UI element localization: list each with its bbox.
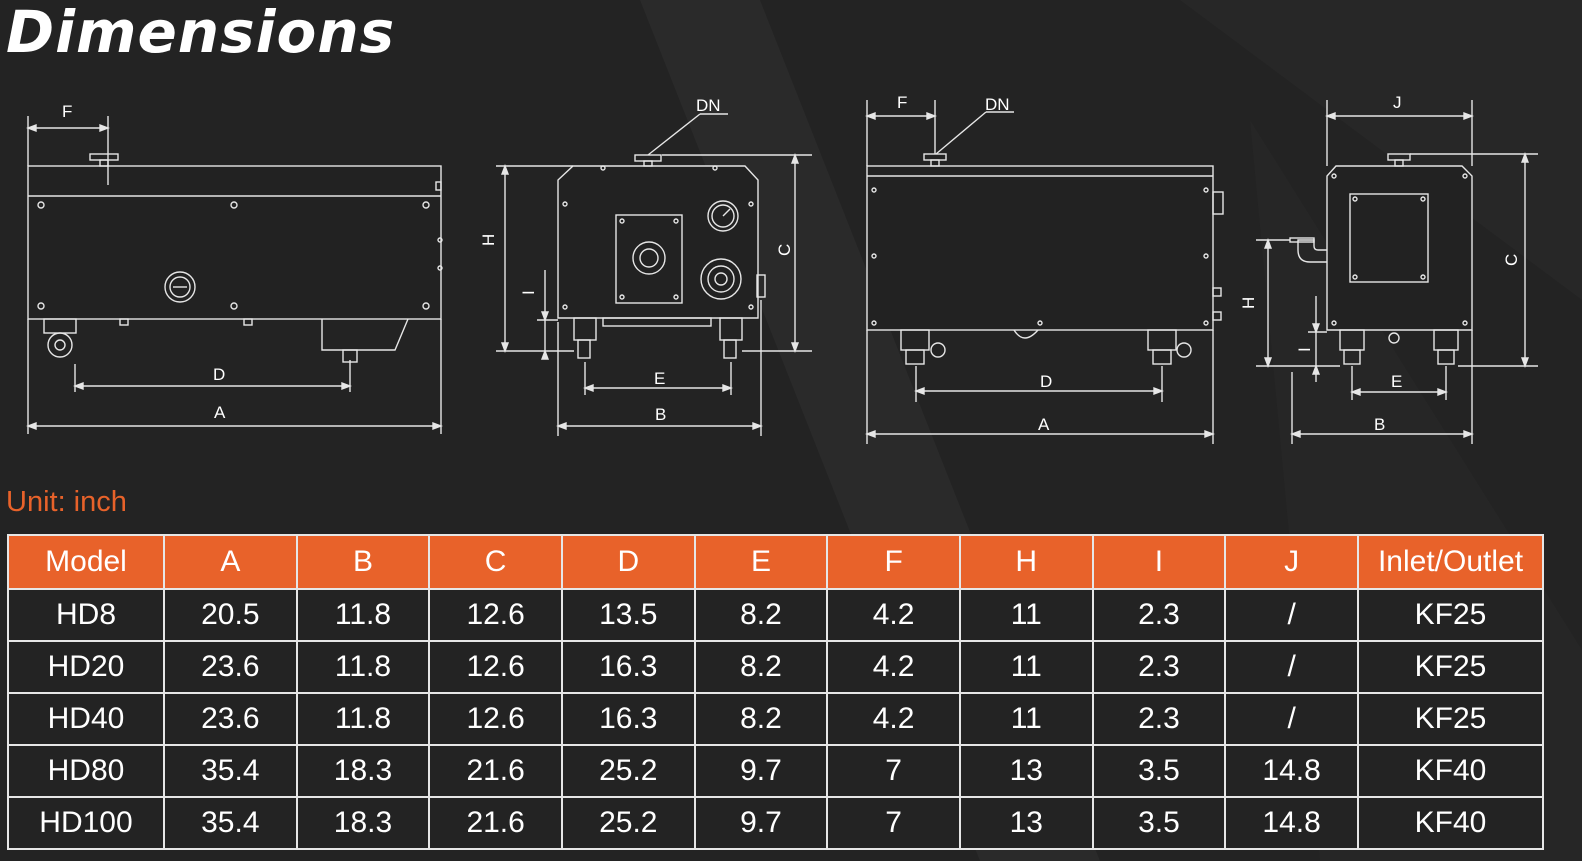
table-cell: 13: [958, 744, 1094, 798]
table-cell: 12.6: [428, 588, 563, 642]
header-i: I: [1091, 534, 1227, 590]
table-cell: 13: [958, 796, 1094, 850]
table-cell: 7: [826, 796, 961, 850]
table-cell: 2.3: [1091, 588, 1227, 642]
table-cell: 11.8: [295, 692, 431, 746]
table-cell: /: [1224, 640, 1359, 694]
label-h-2: H: [479, 234, 498, 246]
label-b-4: B: [1374, 415, 1385, 434]
label-i-2: I: [519, 290, 538, 295]
table-cell: 14.8: [1224, 744, 1359, 798]
table-cell: HD40: [7, 692, 165, 746]
header-e: E: [693, 534, 829, 590]
table-cell: 9.7: [693, 796, 829, 850]
table-cell: 23.6: [163, 640, 298, 694]
table-cell: 8.2: [693, 640, 829, 694]
table-row: HD100 35.4 18.3 21.6 25.2 9.7 7 13 3.5 1…: [7, 796, 1544, 850]
table-cell: KF25: [1357, 640, 1544, 694]
table-cell: 8.2: [693, 692, 829, 746]
table-cell: HD20: [7, 640, 165, 694]
table-cell: 21.6: [428, 796, 563, 850]
label-d-3: D: [1040, 372, 1052, 391]
table-cell: 16.3: [560, 692, 696, 746]
label-dn-2: DN: [696, 96, 721, 115]
table-cell: 8.2: [693, 588, 829, 642]
table-cell: KF25: [1357, 692, 1544, 746]
label-f-1: F: [62, 102, 72, 121]
table-cell: 23.6: [163, 692, 298, 746]
table-cell: 16.3: [560, 640, 696, 694]
table-row: HD20 23.6 11.8 12.6 16.3 8.2 4.2 11 2.3 …: [7, 640, 1544, 694]
table-cell: 11.8: [295, 640, 431, 694]
header-h: H: [958, 534, 1094, 590]
table-cell: 13.5: [560, 588, 696, 642]
header-b: B: [295, 534, 431, 590]
label-a-1: A: [214, 403, 226, 422]
header-f: F: [826, 534, 961, 590]
dimension-drawings: F D A: [26, 93, 1538, 444]
table-cell: 18.3: [295, 744, 431, 798]
table-cell: 20.5: [163, 588, 298, 642]
table-cell: 25.2: [560, 796, 696, 850]
table-row: HD80 35.4 18.3 21.6 25.2 9.7 7 13 3.5 14…: [7, 744, 1544, 798]
label-h-4: H: [1239, 297, 1258, 309]
label-a-3: A: [1038, 415, 1050, 434]
large-side-view-drawing: [865, 100, 1224, 444]
header-d: D: [560, 534, 696, 590]
dimensions-table: Model A B C D E F H I J Inlet/Outlet HD8…: [7, 534, 1544, 850]
table-row: HD40 23.6 11.8 12.6 16.3 8.2 4.2 11 2.3 …: [7, 692, 1544, 746]
header-inlet-outlet: Inlet/Outlet: [1357, 534, 1544, 590]
table-cell: 11: [958, 692, 1094, 746]
table-cell: KF25: [1357, 588, 1544, 642]
table-cell: 7: [826, 744, 961, 798]
table-cell: KF40: [1357, 744, 1544, 798]
table-cell: 3.5: [1091, 796, 1227, 850]
front-view-drawing: [496, 113, 812, 436]
table-cell: 18.3: [295, 796, 431, 850]
table-cell: 21.6: [428, 744, 563, 798]
table-cell: 2.3: [1091, 640, 1227, 694]
header-c: C: [428, 534, 563, 590]
label-d-1: D: [213, 365, 225, 384]
label-c-2: C: [775, 244, 794, 256]
header-model: Model: [7, 534, 165, 590]
table-cell: 14.8: [1224, 796, 1359, 850]
table-header-row: Model A B C D E F H I J Inlet/Outlet: [7, 534, 1544, 590]
page-title: Dimensions: [6, 0, 396, 66]
table-cell: HD80: [7, 744, 165, 798]
table-cell: 35.4: [163, 744, 298, 798]
table-cell: 25.2: [560, 744, 696, 798]
table-cell: 4.2: [826, 588, 961, 642]
table-cell: HD8: [7, 588, 165, 642]
label-e-4: E: [1391, 372, 1402, 391]
table-cell: 4.2: [826, 692, 961, 746]
table-cell: KF40: [1357, 796, 1544, 850]
header-a: A: [163, 534, 298, 590]
table-row: HD8 20.5 11.8 12.6 13.5 8.2 4.2 11 2.3 /…: [7, 588, 1544, 642]
table-cell: 12.6: [428, 692, 563, 746]
side-view-drawing: [26, 116, 443, 434]
table-cell: 12.6: [428, 640, 563, 694]
label-e-2: E: [654, 369, 665, 388]
unit-label: Unit: inch: [6, 486, 127, 518]
label-b-2: B: [655, 405, 666, 424]
table-cell: /: [1224, 692, 1359, 746]
table-cell: 35.4: [163, 796, 298, 850]
label-f-3: F: [897, 93, 907, 112]
label-j-4: J: [1393, 93, 1402, 112]
large-front-view-drawing: [1256, 100, 1538, 444]
table-cell: 9.7: [693, 744, 829, 798]
label-c-4: C: [1502, 254, 1521, 266]
label-dn-3: DN: [985, 95, 1010, 114]
table-cell: 11: [958, 640, 1094, 694]
table-cell: 2.3: [1091, 692, 1227, 746]
table-cell: /: [1224, 588, 1359, 642]
label-i-4: I: [1295, 347, 1314, 352]
table-cell: 11: [958, 588, 1094, 642]
table-cell: HD100: [7, 796, 165, 850]
table-cell: 3.5: [1091, 744, 1227, 798]
table-cell: 4.2: [826, 640, 961, 694]
table-cell: 11.8: [295, 588, 431, 642]
header-j: J: [1224, 534, 1359, 590]
